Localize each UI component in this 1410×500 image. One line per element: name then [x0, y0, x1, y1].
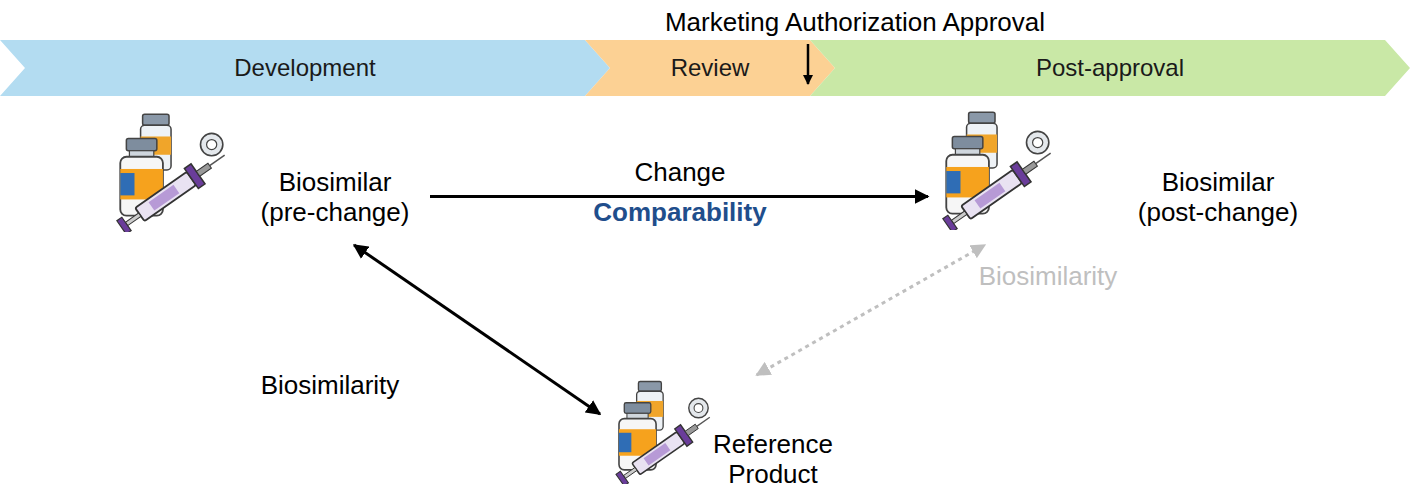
product-name: Reference Product — [708, 430, 838, 490]
relation-label: Comparability — [593, 197, 766, 228]
product-node: Reference Product — [600, 375, 841, 497]
edge-label: Biosimilarity — [976, 261, 1121, 292]
product-icon — [115, 114, 232, 237]
product-node: Biosimilar (pre-change) — [100, 110, 430, 245]
connector — [757, 245, 985, 375]
product-name: Biosimilar (pre-change) — [250, 168, 420, 228]
phase-name: Development — [234, 54, 375, 82]
chevron-fill — [810, 40, 1410, 96]
phase-band: Review — [585, 40, 835, 96]
chevron-fill — [0, 40, 610, 96]
product-node: Biosimilar (post-change) — [928, 110, 1320, 245]
chevron-fill — [585, 40, 835, 96]
milestone-label: Marketing Authorization Approval — [665, 7, 1045, 38]
phase-band: Development — [0, 40, 610, 96]
product-name: Biosimilar (post-change) — [1133, 168, 1303, 228]
phase-name: Post-approval — [1036, 54, 1184, 82]
product-icon — [614, 382, 716, 489]
edge-label: Biosimilarity — [258, 370, 403, 401]
product-icon — [941, 112, 1058, 235]
phase-band: Post-approval — [810, 40, 1410, 96]
edge-label: Change — [631, 157, 728, 188]
phase-name: Review — [671, 54, 750, 82]
